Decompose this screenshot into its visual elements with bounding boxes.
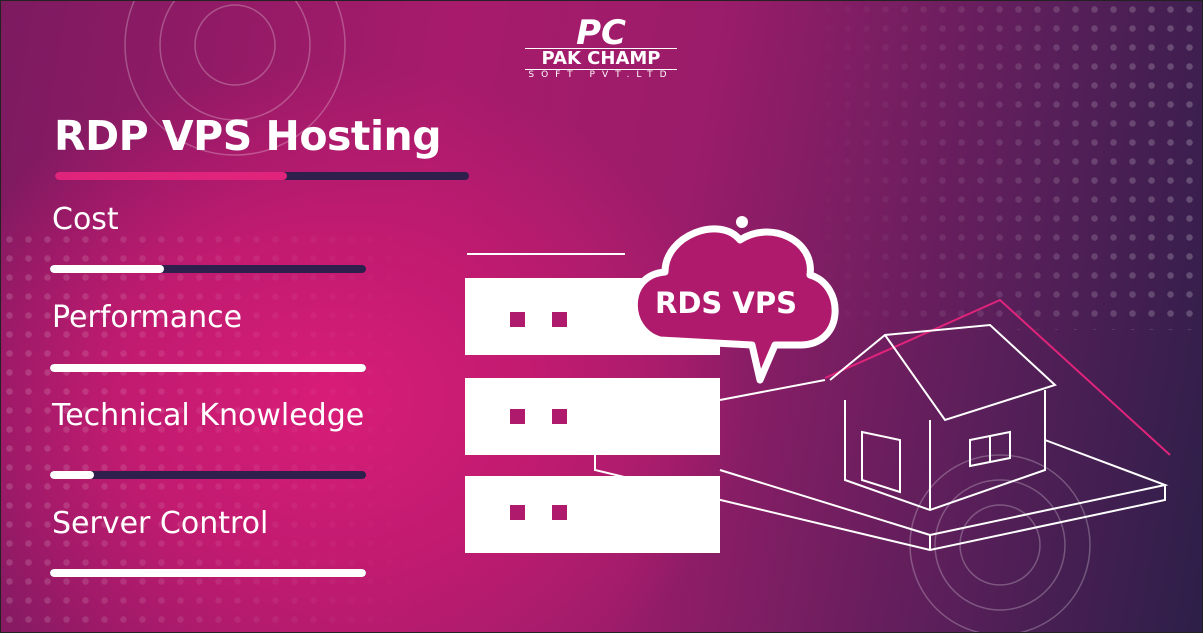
- page-title: RDP VPS Hosting: [54, 112, 442, 160]
- metric-fill: [50, 569, 366, 577]
- house-icon: [829, 323, 1057, 512]
- metric-bar-server-control: [50, 569, 366, 577]
- metric-fill: [50, 364, 366, 372]
- metric-fill: [50, 471, 95, 479]
- metric-label-server-control: Server Control: [52, 506, 269, 541]
- title-bar-fill: [55, 172, 287, 180]
- dot-pattern-left: [0, 230, 420, 630]
- platform-outline: [594, 379, 1169, 552]
- metric-bar-technical-knowledge: [50, 471, 366, 479]
- metric-label-performance: Performance: [52, 300, 243, 335]
- cloud-bubble-icon: [630, 216, 839, 384]
- dot-pattern-right: [800, 0, 1203, 330]
- logo-mark: PC: [576, 13, 626, 53]
- metric-label-cost: Cost: [52, 202, 119, 237]
- company-logo: PC PAK CHAMP SOFT PVT.LTD: [525, 13, 677, 80]
- metric-fill: [50, 265, 164, 273]
- metric-label-technical-knowledge: Technical Knowledge: [52, 398, 365, 433]
- cloud-label: RDS VPS: [655, 286, 797, 320]
- logo-name: PAK CHAMP: [525, 48, 677, 70]
- metric-bar-cost: [50, 265, 366, 273]
- logo-tagline: SOFT PVT.LTD: [528, 70, 674, 80]
- title-underline-bar: [55, 172, 469, 180]
- metric-bar-performance: [50, 364, 366, 372]
